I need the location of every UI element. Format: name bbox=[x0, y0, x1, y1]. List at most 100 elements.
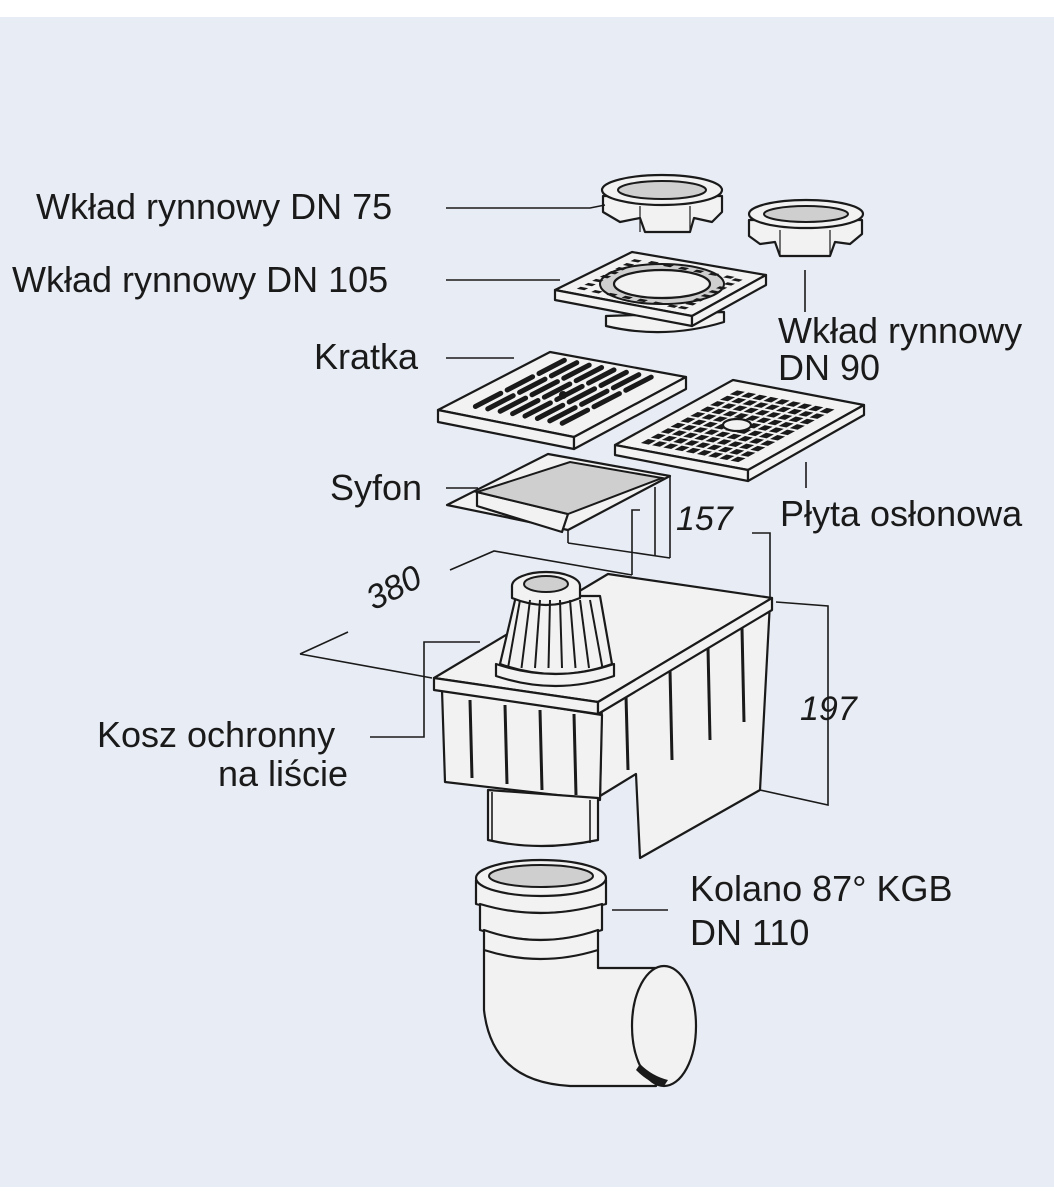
kratka-slot bbox=[472, 390, 504, 409]
plyta-cell bbox=[733, 413, 749, 419]
plyta-cell bbox=[757, 425, 773, 431]
kosz-rib bbox=[589, 599, 604, 669]
wklad-dn105-slot bbox=[576, 286, 589, 291]
plyta-cell bbox=[730, 456, 746, 463]
plyta-cell bbox=[700, 406, 716, 413]
kratka-slot bbox=[522, 400, 553, 419]
kosz-rib bbox=[507, 599, 521, 669]
kosz-rib bbox=[520, 599, 531, 669]
wklad-dn105-slot bbox=[677, 266, 690, 271]
plyta-cell bbox=[731, 397, 747, 404]
plyta-cell bbox=[715, 431, 731, 438]
wklad-dn105-slot bbox=[651, 301, 664, 305]
plyta-cell bbox=[640, 439, 656, 445]
plyta-cell bbox=[712, 416, 728, 422]
wklad-dn105-slot bbox=[584, 282, 596, 287]
leader-lines bbox=[370, 204, 807, 911]
kratka-slot bbox=[504, 374, 536, 393]
wklad-dn105-slot bbox=[636, 298, 648, 303]
wklad-dn105-slot bbox=[592, 278, 604, 283]
kosz-rib bbox=[534, 599, 541, 669]
plyta-cell bbox=[744, 415, 761, 421]
kratka-slot bbox=[497, 395, 529, 414]
plyta-cell bbox=[729, 390, 745, 396]
plyta-cell bbox=[739, 443, 755, 450]
plyta-cell bbox=[710, 401, 726, 407]
plyta-cell bbox=[727, 441, 743, 447]
label-wklad-dn75: Wkład rynnowy DN 75 bbox=[36, 186, 393, 227]
kratka-slot bbox=[559, 407, 591, 426]
plyta-cell bbox=[819, 407, 835, 414]
kratka-slot bbox=[548, 360, 580, 379]
plyta-cell bbox=[775, 406, 792, 413]
wklad-dn105-slot bbox=[708, 272, 720, 276]
plyta-cell bbox=[737, 436, 753, 442]
wklad-dn105-slot bbox=[723, 275, 735, 279]
kratka-slot bbox=[536, 357, 567, 376]
plyta-cell bbox=[758, 432, 774, 439]
plyta-cell bbox=[650, 433, 666, 440]
plyta-cell bbox=[692, 427, 709, 433]
plyta-cell bbox=[680, 417, 696, 423]
kratka-slot bbox=[534, 402, 566, 421]
wklad-dn105-slot bbox=[708, 290, 720, 294]
label-kratka: Kratka bbox=[314, 336, 419, 377]
label-syfon: Syfon bbox=[330, 467, 423, 508]
plyta-cell bbox=[764, 404, 780, 411]
kosz-ochronny-part bbox=[494, 570, 616, 688]
plyta-cell bbox=[708, 452, 724, 458]
plyta-cell bbox=[750, 445, 766, 452]
plyta-cell bbox=[767, 419, 783, 426]
wklad-dn105-slot bbox=[731, 278, 743, 282]
kratka-slot bbox=[591, 391, 622, 410]
wklad-dn105-slot bbox=[607, 270, 619, 275]
wklad-dn105-slot bbox=[599, 274, 612, 279]
plyta-cell bbox=[740, 451, 756, 457]
plyta-cell bbox=[752, 394, 768, 401]
plyta-cell bbox=[711, 408, 727, 415]
plyta-cell bbox=[789, 424, 805, 430]
label-wklad-dn105: Wkład rynnowy DN 105 bbox=[12, 259, 389, 300]
plyta-cell bbox=[691, 419, 707, 426]
kratka-slot bbox=[561, 362, 592, 381]
plyta-cell bbox=[706, 444, 722, 451]
kosz-rib bbox=[559, 599, 563, 669]
body-rib bbox=[468, 699, 474, 779]
wklad-dn105-slot bbox=[615, 267, 627, 271]
body-rib bbox=[706, 647, 712, 741]
plyta-cell bbox=[798, 411, 814, 417]
kratka-slot bbox=[541, 381, 573, 400]
wklad-dn105-slot bbox=[715, 286, 728, 290]
plyta-cell bbox=[742, 400, 758, 406]
dimension-lines bbox=[299, 509, 829, 806]
plyta-cell bbox=[753, 402, 769, 408]
wklad-dn105-slot bbox=[723, 282, 736, 286]
wklad-dn105-slot bbox=[647, 260, 659, 265]
plyta-cell bbox=[774, 399, 790, 405]
kratka-slot bbox=[598, 369, 629, 388]
plyta-cell bbox=[690, 411, 706, 418]
plyta-cell bbox=[779, 429, 795, 436]
plyta-cell bbox=[732, 405, 748, 412]
plyta-cell bbox=[663, 443, 679, 449]
wklad-dn105-slot bbox=[662, 263, 675, 268]
kratka-slot bbox=[547, 405, 578, 424]
plyta-cell bbox=[683, 432, 699, 439]
plyta-cell bbox=[729, 449, 745, 455]
body-rib bbox=[668, 669, 674, 761]
plyta-cell bbox=[696, 450, 712, 456]
label-plyta-oslonowa: Płyta osłonowa bbox=[780, 493, 1023, 534]
plyta-cell bbox=[719, 454, 735, 460]
wklad-dn75-part bbox=[600, 173, 724, 234]
plyta-cell bbox=[695, 442, 711, 448]
kratka-part bbox=[436, 350, 688, 451]
kosz-rib bbox=[569, 599, 577, 669]
plyta-cell bbox=[777, 414, 793, 420]
plyta-cell bbox=[702, 421, 718, 428]
plyta-cell bbox=[743, 407, 759, 414]
plyta-cell bbox=[719, 395, 736, 402]
plyta-cell bbox=[674, 445, 690, 452]
plyta-cell bbox=[681, 425, 697, 431]
kratka-slot bbox=[623, 374, 654, 393]
